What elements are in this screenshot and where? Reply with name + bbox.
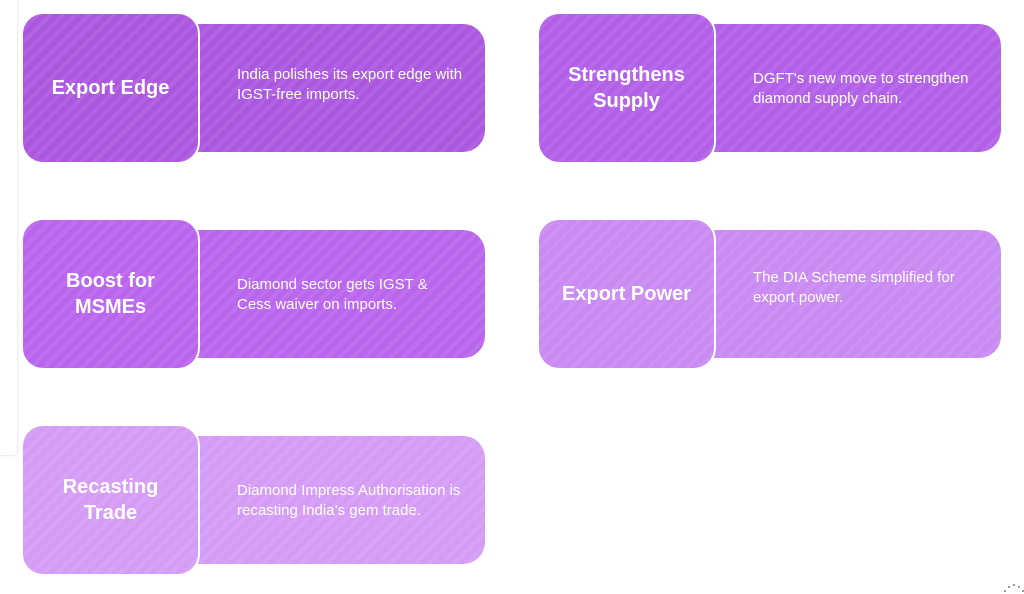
card-description: Diamond Impress Authorisation is recasti…: [197, 436, 485, 564]
card-title: Recasting Trade: [21, 424, 200, 576]
card-title: Export Edge: [21, 12, 200, 164]
loading-spinner-icon: [1004, 584, 1024, 594]
card-description: India polishes its export edge with IGST…: [197, 24, 485, 152]
card-title: Strengthens Supply: [537, 12, 716, 164]
card-export-power: Export Power The DIA Scheme simplified f…: [537, 218, 1001, 370]
side-panel: [0, 0, 18, 456]
card-strengthens-supply: Strengthens Supply DGFT's new move to st…: [537, 12, 1001, 164]
card-export-edge: Export Edge India polishes its export ed…: [21, 12, 485, 164]
card-title: Boost for MSMEs: [21, 218, 200, 370]
card-description: The DIA Scheme simplified for export pow…: [713, 230, 1001, 358]
card-boost-for-msmes: Boost for MSMEs Diamond sector gets IGST…: [21, 218, 485, 370]
card-title: Export Power: [537, 218, 716, 370]
card-description: Diamond sector gets IGST & Cess waiver o…: [197, 230, 485, 358]
card-recasting-trade: Recasting Trade Diamond Impress Authoris…: [21, 424, 485, 576]
card-description: DGFT's new move to strengthen diamond su…: [713, 24, 1001, 152]
